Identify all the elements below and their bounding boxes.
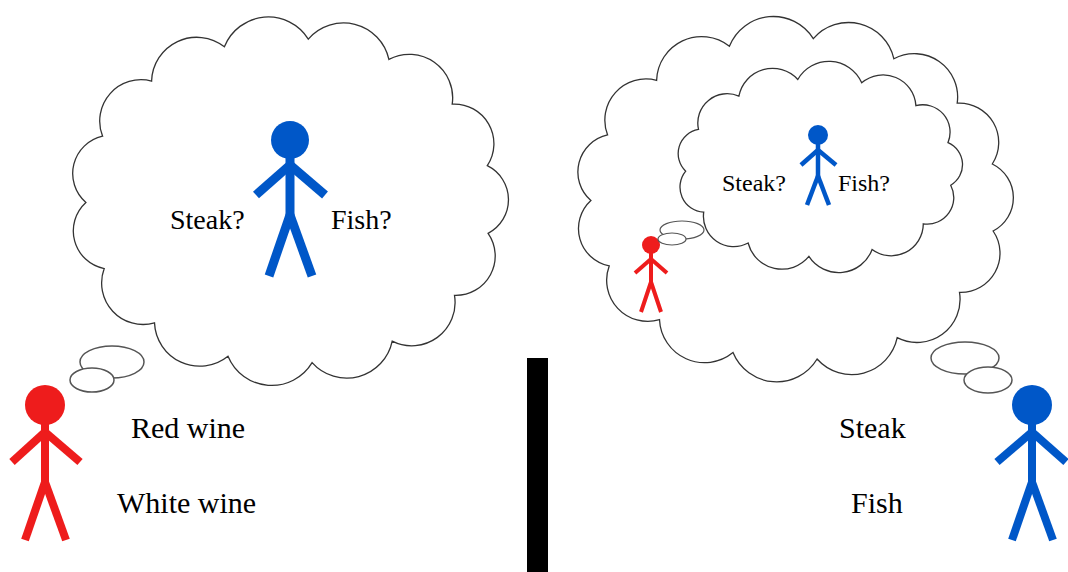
thought-cloud: Steak? Fish? xyxy=(662,60,977,275)
divider-bar xyxy=(527,358,548,572)
text-label: Fish? xyxy=(331,206,392,234)
text-label: Fish? xyxy=(838,171,890,195)
option-label: Red wine xyxy=(131,413,245,443)
red-person xyxy=(12,385,80,540)
imagined-blue-person xyxy=(801,125,836,205)
option-label: White wine xyxy=(117,488,256,518)
thought-trail xyxy=(931,342,1012,393)
blue-person xyxy=(997,385,1066,540)
thought-trail xyxy=(658,221,704,245)
thought-trail xyxy=(70,346,144,392)
option-label: Fish xyxy=(851,488,903,518)
cloud-outline xyxy=(50,5,528,397)
imagined-blue-person xyxy=(256,121,325,276)
text-label: Steak? xyxy=(170,206,245,234)
cloud-outline xyxy=(662,60,977,275)
thought-cloud: Steak? Fish? xyxy=(50,5,528,397)
text-label: Steak? xyxy=(722,171,786,195)
thought-cloud: Steak? Fish? xyxy=(555,5,1033,393)
imagined-red-person xyxy=(635,236,667,312)
option-label: Steak xyxy=(839,413,906,443)
